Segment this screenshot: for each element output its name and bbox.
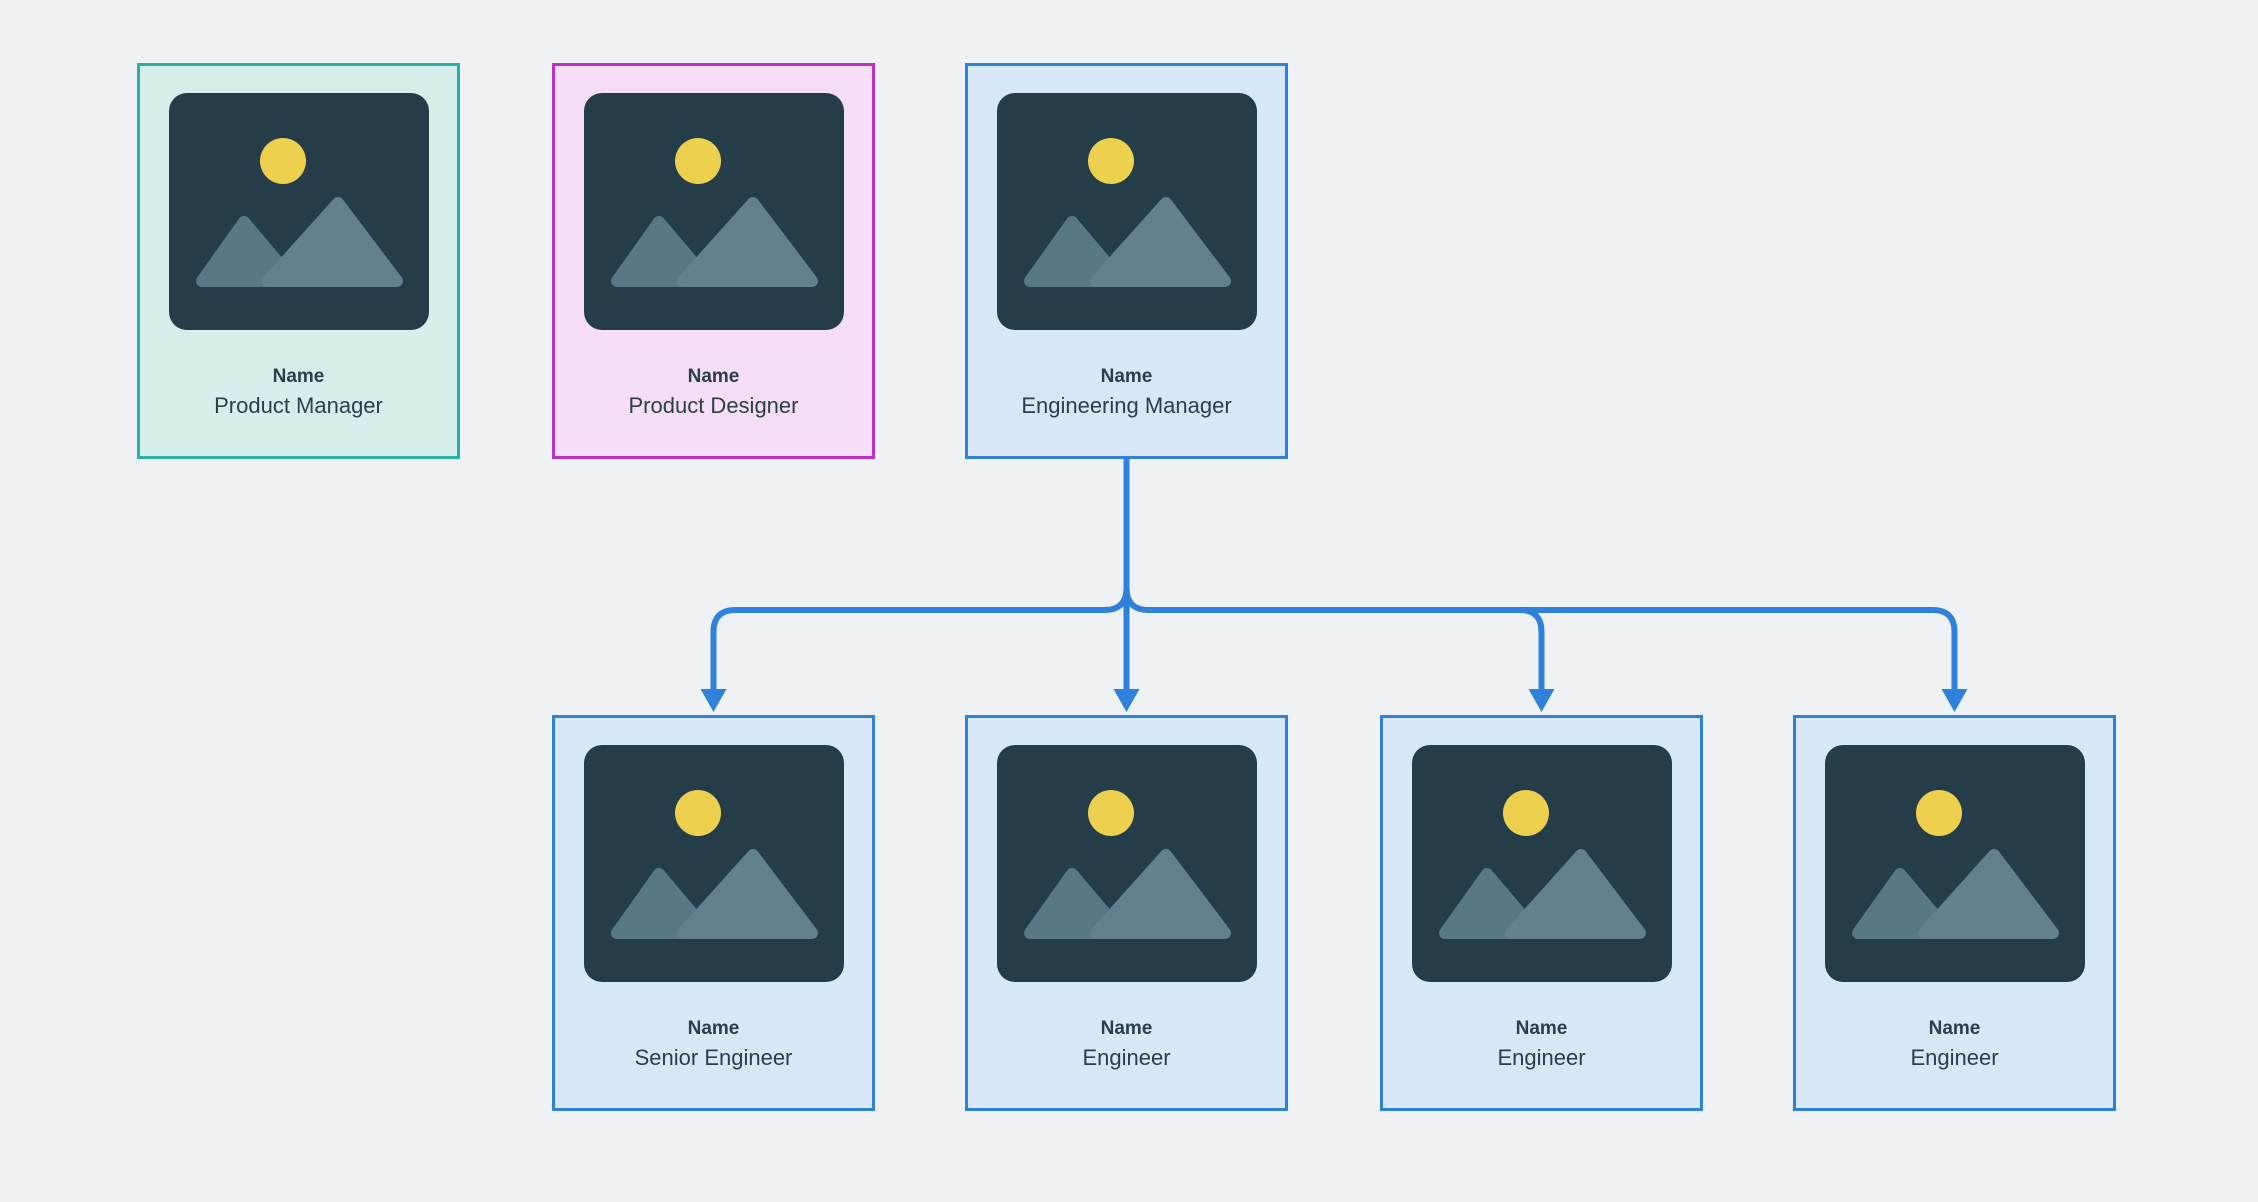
mountain-front-icon — [676, 197, 818, 287]
person-role: Engineer — [1910, 1045, 1999, 1070]
mountain-front-icon — [261, 197, 403, 287]
image-frame — [996, 93, 1257, 330]
image-placeholder-icon — [1411, 745, 1672, 982]
person-role: Engineer — [1497, 1045, 1586, 1070]
image-placeholder-icon — [583, 745, 844, 982]
image-frame — [583, 745, 844, 982]
image-placeholder-icon — [1824, 745, 2085, 982]
person-name: Name — [1100, 1018, 1153, 1039]
mountain-front-icon — [1089, 197, 1231, 287]
arrowhead-icon — [1113, 689, 1140, 712]
person-role: Product Manager — [214, 393, 383, 418]
person-name: Name — [1928, 1018, 1981, 1039]
person-card-senior-engineer[interactable]: Name Senior Engineer — [552, 715, 875, 1111]
person-name: Name — [687, 1018, 740, 1039]
image-placeholder-icon — [996, 745, 1257, 982]
mountain-front-icon — [1089, 849, 1231, 939]
person-card-engineer-1[interactable]: Name Engineer — [965, 715, 1288, 1111]
mountain-back-icon — [610, 216, 715, 287]
image-placeholder-icon — [583, 93, 844, 330]
mountain-front-icon — [1917, 849, 2059, 939]
image-placeholder-icon — [996, 93, 1257, 330]
person-name: Name — [1515, 1018, 1568, 1039]
arrowhead-icon — [1941, 689, 1968, 712]
arrowhead-icon — [1528, 689, 1555, 712]
mountain-back-icon — [195, 216, 300, 287]
sun-icon — [1915, 790, 1962, 836]
connector-line — [1519, 607, 1545, 692]
person-name: Name — [687, 366, 740, 387]
person-role: Product Designer — [628, 393, 799, 418]
image-frame — [1411, 745, 1672, 982]
person-role: Engineer — [1082, 1045, 1171, 1070]
sun-icon — [674, 790, 721, 836]
image-frame — [168, 93, 429, 330]
mountain-back-icon — [1023, 216, 1128, 287]
mountain-back-icon — [1851, 868, 1956, 939]
mountain-back-icon — [610, 868, 715, 939]
image-frame — [1824, 745, 2085, 982]
person-card-product-designer[interactable]: Name Product Designer — [552, 63, 875, 459]
connector-line — [710, 587, 1130, 692]
image-placeholder-icon — [168, 93, 429, 330]
mountain-front-icon — [676, 849, 818, 939]
person-role: Engineering Manager — [1021, 393, 1232, 418]
person-name: Name — [1100, 366, 1153, 387]
connector-line — [1123, 587, 1958, 692]
sun-icon — [674, 138, 721, 184]
person-card-engineer-3[interactable]: Name Engineer — [1793, 715, 2116, 1111]
person-card-engineer-2[interactable]: Name Engineer — [1380, 715, 1703, 1111]
sun-icon — [1087, 790, 1134, 836]
image-frame — [583, 93, 844, 330]
sun-icon — [1502, 790, 1549, 836]
sun-icon — [259, 138, 306, 184]
person-role: Senior Engineer — [634, 1045, 793, 1070]
arrowhead-icon — [700, 689, 727, 712]
mountain-back-icon — [1023, 868, 1128, 939]
person-card-engineering-manager[interactable]: Name Engineering Manager — [965, 63, 1288, 459]
mountain-back-icon — [1438, 868, 1543, 939]
person-name: Name — [272, 366, 325, 387]
mountain-front-icon — [1504, 849, 1646, 939]
person-card-product-manager[interactable]: Name Product Manager — [137, 63, 460, 459]
sun-icon — [1087, 138, 1134, 184]
image-frame — [996, 745, 1257, 982]
